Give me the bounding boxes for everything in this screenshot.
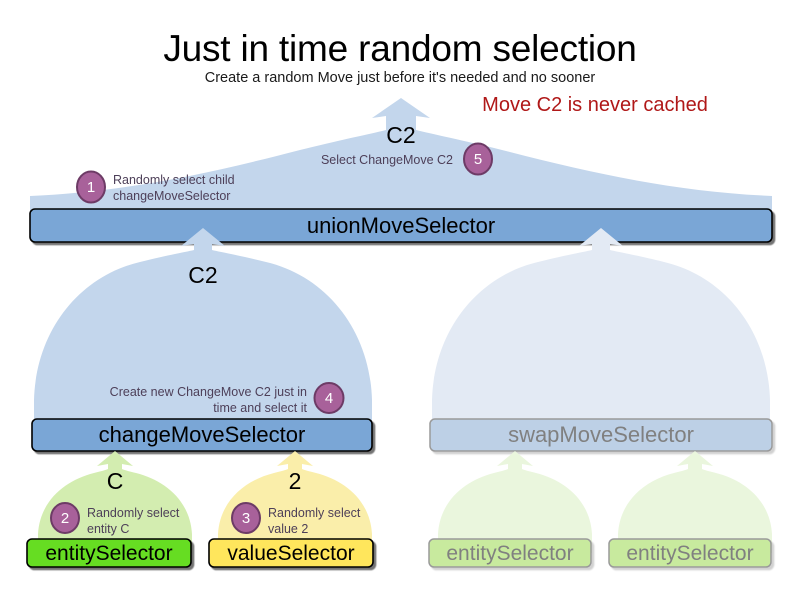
step-badge-3 (231, 502, 261, 534)
entity-swap-a-box-label: entitySelector (446, 542, 574, 565)
page-subtitle: Create a random Move just before it's ne… (204, 70, 596, 86)
value-left-arrow-shape (218, 451, 372, 553)
swap-arrow-shape (432, 228, 770, 430)
step-1-number: 1 (86, 179, 96, 196)
step-2-number: 2 (60, 510, 70, 527)
union-box[interactable] (29, 208, 773, 243)
entity-swap-b-arrow-shape (618, 451, 772, 553)
entity-left-box[interactable] (26, 538, 192, 568)
value-left-box-label: valueSelector (227, 542, 355, 565)
entity-left-move-label: C (106, 468, 124, 494)
swap-box[interactable] (429, 418, 773, 452)
step-2-text: Randomly select entity C (87, 506, 180, 536)
union-move-label: C2 (386, 122, 416, 148)
change-arrow-shape (34, 228, 372, 430)
change-box-label: changeMoveSelector (98, 422, 306, 447)
step-badge-2 (50, 502, 80, 534)
step-4-text: Create new ChangeMove C2 just in time an… (109, 385, 307, 415)
entity-swap-a-arrow-shape (438, 451, 592, 553)
step-badge-4 (313, 382, 345, 414)
step-1-text: Randomly select child changeMoveSelector (113, 173, 235, 203)
step-3-text: Randomly select value 2 (268, 506, 361, 536)
step-3-number: 3 (241, 510, 251, 527)
step-badge-1 (76, 170, 106, 204)
page-title: Just in time random selection (163, 28, 637, 69)
entity-swap-b-box-label: entitySelector (626, 542, 754, 565)
step-badge-5 (463, 142, 493, 176)
union-box-label: unionMoveSelector (306, 213, 496, 238)
step-5-text: Select ChangeMove C2 (320, 153, 453, 167)
entity-left-arrow-shape (38, 451, 192, 553)
entity-swap-b-box[interactable] (608, 538, 772, 568)
swap-box-label: swapMoveSelector (508, 422, 694, 447)
entity-left-box-label: entitySelector (45, 542, 173, 565)
change-box[interactable] (31, 418, 373, 452)
entity-swap-a-box[interactable] (428, 538, 592, 568)
never-cached-note: Move C2 is never cached (482, 94, 708, 116)
value-left-box[interactable] (208, 538, 374, 568)
union-arrow-shape (30, 98, 772, 215)
change-move-label: C2 (188, 262, 218, 288)
step-5-number: 5 (473, 151, 483, 168)
value-left-move-label: 2 (288, 468, 302, 494)
step-4-number: 4 (324, 390, 334, 407)
